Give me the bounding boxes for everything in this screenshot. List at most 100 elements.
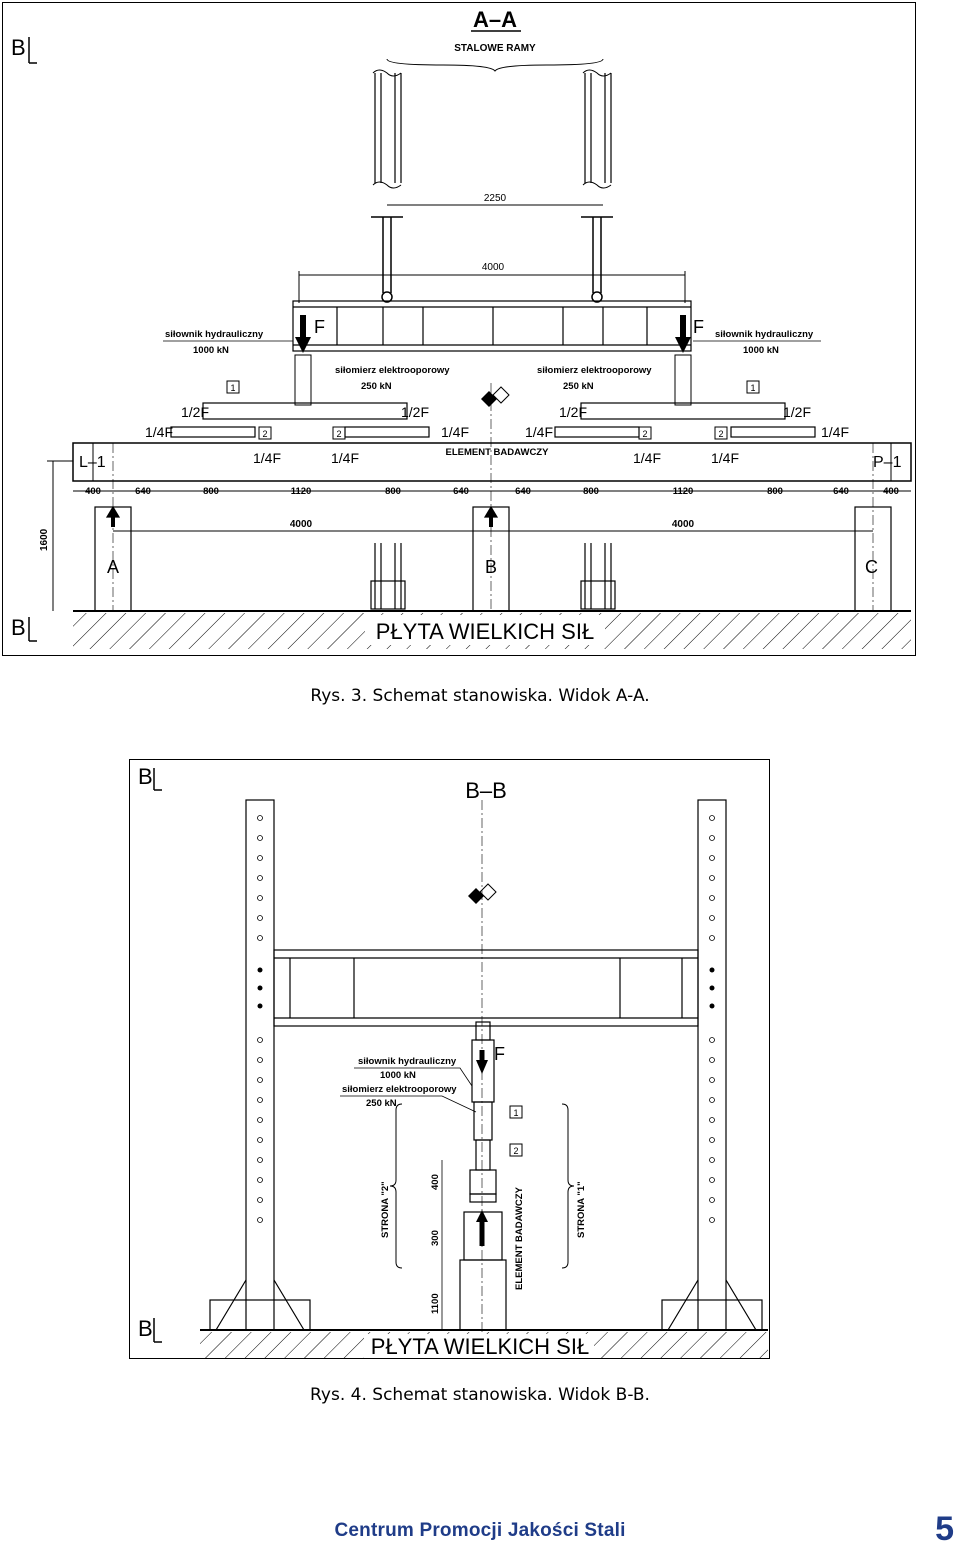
svg-text:2: 2 bbox=[513, 1146, 518, 1156]
actuator-capacity-left: 1000 kN bbox=[193, 345, 229, 356]
tag-1-right bbox=[746, 380, 760, 394]
frames-label: STALOWE RAMY bbox=[454, 43, 536, 54]
svg-text:1: 1 bbox=[750, 383, 755, 393]
floor-label: PŁYTA WIELKICH SIŁ bbox=[376, 619, 594, 644]
specimen-label: ELEMENT BADAWCZY bbox=[446, 447, 550, 458]
svg-text:2: 2 bbox=[642, 429, 647, 439]
svg-text:1/2F: 1/2F bbox=[181, 404, 209, 420]
dim-beam-length: 4000 bbox=[482, 262, 505, 273]
symmetry-marker-bb bbox=[468, 883, 497, 904]
section-title-bb: B–B bbox=[465, 778, 507, 803]
actuator-label-left: siłownik hydrauliczny bbox=[165, 329, 264, 340]
actuator-capacity-right: 1000 kN bbox=[743, 345, 779, 356]
svg-text:B: B bbox=[138, 1316, 153, 1341]
actuator-capacity-bb: 1000 kN bbox=[380, 1070, 416, 1081]
svg-text:1/4F: 1/4F bbox=[821, 424, 849, 440]
crossbeam bbox=[273, 949, 699, 1027]
svg-text:1/4F: 1/4F bbox=[633, 450, 661, 466]
dynamometer-capacity-right: 250 kN bbox=[563, 381, 594, 392]
right-end-label: P–1 bbox=[873, 454, 902, 471]
force-labels: 1/2F 1/2F 1/2F 1/2F 1/4F 1/4F 1/4F 1/4F … bbox=[145, 404, 849, 466]
svg-text:B: B bbox=[138, 764, 153, 789]
dynamometer-capacity-bb: 250 kN bbox=[366, 1098, 397, 1109]
section-marker-bottom-bb: B bbox=[138, 1316, 162, 1343]
actuator-label-bb: siłownik hydrauliczny bbox=[358, 1056, 457, 1067]
dim-span-right: 4000 bbox=[672, 519, 695, 530]
svg-text:800: 800 bbox=[583, 486, 599, 497]
actuator-label-right: siłownik hydrauliczny bbox=[715, 329, 814, 340]
steel-frame-column-right bbox=[582, 69, 612, 189]
column-holes bbox=[257, 815, 715, 1223]
floor-label-bb: PŁYTA WIELKICH SIŁ bbox=[371, 1334, 589, 1359]
section-marker-top-bb: B bbox=[138, 764, 162, 791]
svg-text:1: 1 bbox=[230, 383, 235, 393]
tag-1-bb bbox=[509, 1105, 523, 1119]
steel-frame-column-left bbox=[372, 69, 402, 189]
tag-2-boxes: 2 2 2 2 bbox=[258, 426, 728, 440]
support-labels: A B C bbox=[107, 557, 878, 577]
dynamometer-label-bb: siłomierz elektrooporowy bbox=[342, 1084, 457, 1095]
dim-400: 400 bbox=[430, 1174, 441, 1190]
side-2-label: STRONA "2" bbox=[380, 1181, 391, 1238]
distribution-beams bbox=[170, 402, 816, 438]
svg-text:1/2F: 1/2F bbox=[401, 404, 429, 420]
svg-text:640: 640 bbox=[135, 486, 151, 497]
svg-text:800: 800 bbox=[385, 486, 401, 497]
section-title: A–A bbox=[473, 7, 517, 32]
force-F-right: F bbox=[693, 317, 704, 337]
force-F-left: F bbox=[314, 317, 325, 337]
actuator-right: F bbox=[674, 315, 704, 406]
side-1-label: STRONA "1" bbox=[576, 1181, 587, 1238]
svg-text:640: 640 bbox=[833, 486, 849, 497]
view-b-b-drawing: B–B B bbox=[138, 764, 768, 1359]
dim-span-left: 4000 bbox=[290, 519, 313, 530]
figure-view-b-b: B–B B bbox=[129, 759, 770, 1359]
actuator-left: F bbox=[294, 315, 325, 406]
svg-text:1120: 1120 bbox=[673, 486, 694, 497]
dynamometer-label-left: siłomierz elektrooporowy bbox=[335, 365, 450, 376]
svg-text:2: 2 bbox=[262, 429, 267, 439]
svg-text:1: 1 bbox=[513, 1108, 518, 1118]
svg-text:2: 2 bbox=[336, 429, 341, 439]
svg-text:A: A bbox=[107, 557, 119, 577]
page-number: 5 bbox=[935, 1510, 954, 1548]
svg-text:400: 400 bbox=[85, 486, 101, 497]
loading-beam bbox=[292, 300, 692, 352]
hangers bbox=[371, 216, 613, 303]
dim-300: 300 bbox=[430, 1230, 441, 1246]
svg-text:1/4F: 1/4F bbox=[145, 424, 173, 440]
figure-3-caption: Rys. 3. Schemat stanowiska. Widok A-A. bbox=[310, 686, 650, 706]
svg-text:1/2F: 1/2F bbox=[559, 404, 587, 420]
svg-text:C: C bbox=[865, 557, 878, 577]
frame-columns bbox=[209, 799, 763, 1331]
svg-text:1/4F: 1/4F bbox=[441, 424, 469, 440]
force-F-bb: F bbox=[494, 1044, 505, 1064]
svg-text:1/4F: 1/4F bbox=[525, 424, 553, 440]
tag-2-bb bbox=[509, 1143, 523, 1157]
dim-frames-spacing: 2250 bbox=[484, 193, 507, 204]
center-lines bbox=[112, 383, 874, 611]
svg-text:1/4F: 1/4F bbox=[711, 450, 739, 466]
specimen-label-bb: ELEMENT BADAWCZY bbox=[514, 1186, 525, 1290]
test-specimen: L–1 P–1 ELEMENT BADAWCZY bbox=[72, 442, 912, 482]
dynamometer-capacity-left: 250 kN bbox=[361, 381, 392, 392]
svg-text:400: 400 bbox=[883, 486, 899, 497]
svg-text:1/2F: 1/2F bbox=[783, 404, 811, 420]
svg-text:B: B bbox=[11, 35, 26, 60]
dynamometer-label-right: siłomierz elektrooporowy bbox=[537, 365, 652, 376]
dim-height: 1600 bbox=[39, 528, 50, 551]
section-marker-top: B bbox=[11, 35, 37, 64]
svg-text:800: 800 bbox=[203, 486, 219, 497]
left-end-label: L–1 bbox=[79, 454, 106, 471]
view-a-a-drawing: A–A STALOWE RAMY B 2250 4000 bbox=[11, 7, 912, 649]
tag-1-left bbox=[226, 380, 240, 394]
figure-4-caption: Rys. 4. Schemat stanowiska. Widok B-B. bbox=[310, 1385, 650, 1405]
svg-text:1120: 1120 bbox=[291, 486, 312, 497]
span-dimensions: 400 640 800 1120 800 640 640 800 1120 80… bbox=[85, 486, 899, 497]
svg-text:1/4F: 1/4F bbox=[253, 450, 281, 466]
svg-text:B: B bbox=[11, 615, 26, 640]
figure-view-a-a: A–A STALOWE RAMY B 2250 4000 bbox=[2, 2, 916, 656]
frame-column-bases bbox=[370, 543, 616, 610]
svg-text:640: 640 bbox=[453, 486, 469, 497]
symmetry-marker bbox=[481, 386, 510, 407]
